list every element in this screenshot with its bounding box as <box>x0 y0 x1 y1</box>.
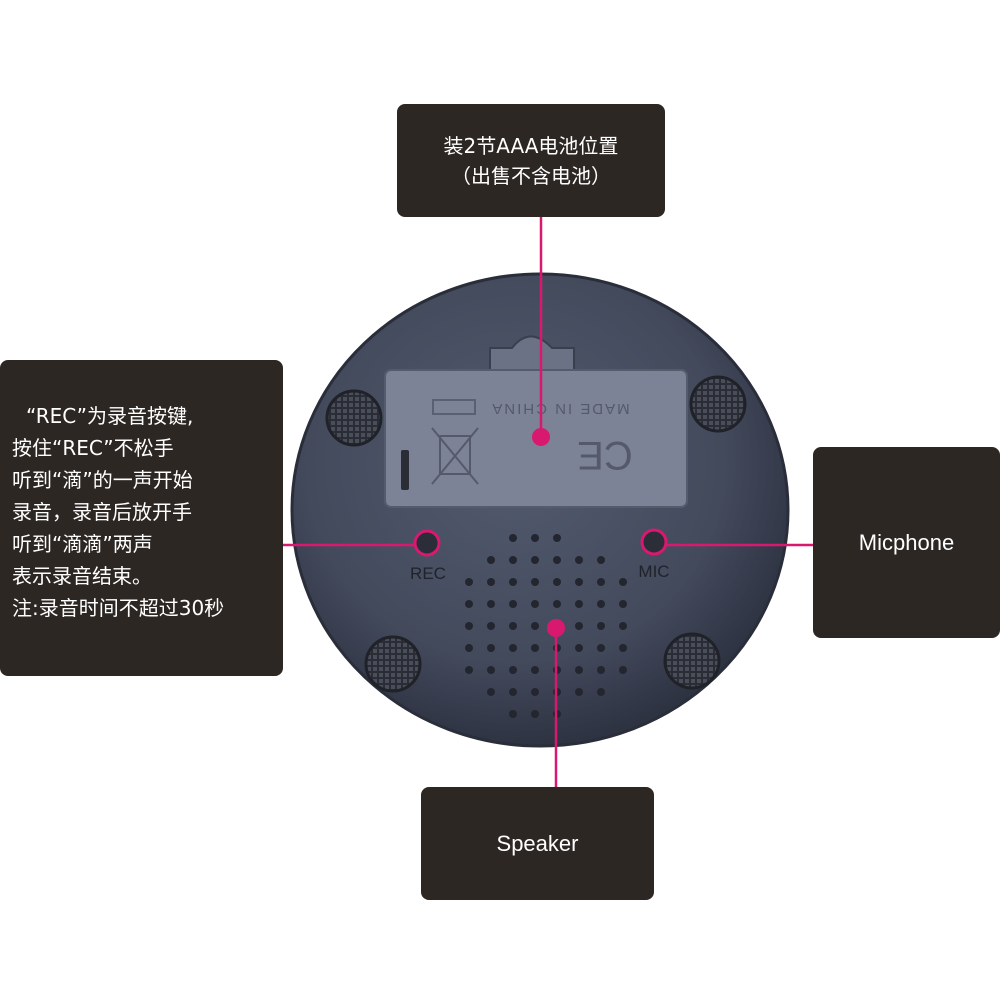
speaker-callout: Speaker <box>421 787 654 900</box>
speaker-hole <box>553 534 561 542</box>
rec-port-label: REC <box>410 564 446 583</box>
battery-slot <box>401 450 409 490</box>
speaker-hole <box>465 666 473 674</box>
mic-hole <box>640 528 668 556</box>
speaker-hole <box>597 666 605 674</box>
speaker-hole <box>509 556 517 564</box>
speaker-hole <box>465 644 473 652</box>
rubber-foot <box>325 389 383 447</box>
speaker-hole <box>487 556 495 564</box>
rec-callout: “REC”为录音按键, 按住“REC”不松手 听到“滴”的一声开始 录音，录音后… <box>0 360 283 676</box>
speaker-hole <box>509 644 517 652</box>
pointer-lines <box>283 217 813 787</box>
speaker-hole <box>487 622 495 630</box>
speaker-hole <box>575 578 583 586</box>
rec-callout-line: 录音，录音后放开手 <box>12 500 192 524</box>
speaker-hole <box>597 644 605 652</box>
battery-callout-line1: 装2节AAA电池位置 <box>443 133 619 158</box>
speaker-hole <box>531 534 539 542</box>
speaker-hole <box>619 600 627 608</box>
battery-cover-text: MADE IN CHINA <box>490 400 629 417</box>
speaker-hole <box>619 666 627 674</box>
ce-mark: CE <box>577 433 633 477</box>
speaker-hole <box>619 578 627 586</box>
speaker-hole <box>575 688 583 696</box>
speaker-hole <box>509 534 517 542</box>
pointer-dot-battery <box>532 428 550 446</box>
rubber-foot <box>689 375 747 433</box>
speaker-hole <box>597 556 605 564</box>
speaker-hole <box>575 622 583 630</box>
speaker-hole <box>531 688 539 696</box>
speaker-hole <box>531 556 539 564</box>
speaker-hole <box>487 578 495 586</box>
speaker-hole <box>509 710 517 718</box>
rec-callout-line: “REC”为录音按键, <box>26 404 194 428</box>
speaker-hole <box>487 644 495 652</box>
battery-clip <box>489 335 575 373</box>
speaker-hole <box>531 600 539 608</box>
rubber-foot <box>364 635 422 693</box>
speaker-hole <box>465 622 473 630</box>
speaker-callout-label: Speaker <box>496 830 579 856</box>
speaker-hole <box>575 600 583 608</box>
speaker-hole <box>509 600 517 608</box>
battery-callout: 装2节AAA电池位置 （出售不含电池） <box>397 104 665 217</box>
battery-callout-line2: （出售不含电池） <box>451 163 611 188</box>
speaker-hole <box>597 622 605 630</box>
speaker-hole <box>597 600 605 608</box>
speaker-hole <box>487 600 495 608</box>
speaker-hole <box>531 644 539 652</box>
speaker-hole <box>553 578 561 586</box>
speaker-hole <box>575 556 583 564</box>
rec-callout-line: 听到“滴滴”两声 <box>12 532 153 556</box>
speaker-hole <box>575 644 583 652</box>
speaker-hole <box>575 666 583 674</box>
speaker-hole <box>509 622 517 630</box>
rec-callout-line: 表示录音结束。 <box>12 564 152 588</box>
rec-callout-line: 按住“REC”不松手 <box>12 436 174 460</box>
speaker-hole <box>619 622 627 630</box>
mic-callout-label: Micphone <box>858 529 955 555</box>
speaker-hole <box>487 666 495 674</box>
mic-callout: Micphone <box>813 447 1000 638</box>
rec-button[interactable] <box>413 529 441 557</box>
mic-port-label: MIC <box>638 562 669 581</box>
speaker-hole <box>465 578 473 586</box>
speaker-hole <box>531 710 539 718</box>
speaker-hole <box>487 688 495 696</box>
speaker-hole <box>509 666 517 674</box>
rec-callout-line: 注:录音时间不超过30秒 <box>12 596 225 620</box>
speaker-hole <box>553 556 561 564</box>
rubber-foot <box>663 632 721 690</box>
speaker-hole <box>619 644 627 652</box>
rec-callout-line: 听到“滴”的一声开始 <box>12 468 193 492</box>
speaker-hole <box>597 578 605 586</box>
speaker-hole <box>531 666 539 674</box>
speaker-hole <box>553 600 561 608</box>
speaker-hole <box>509 578 517 586</box>
speaker-hole <box>531 622 539 630</box>
speaker-hole <box>531 578 539 586</box>
weee-bin-icon <box>431 427 479 485</box>
pointer-dot-speaker <box>547 619 565 637</box>
speaker-hole <box>509 688 517 696</box>
speaker-hole <box>465 600 473 608</box>
speaker-grille <box>465 534 627 718</box>
speaker-hole <box>597 688 605 696</box>
